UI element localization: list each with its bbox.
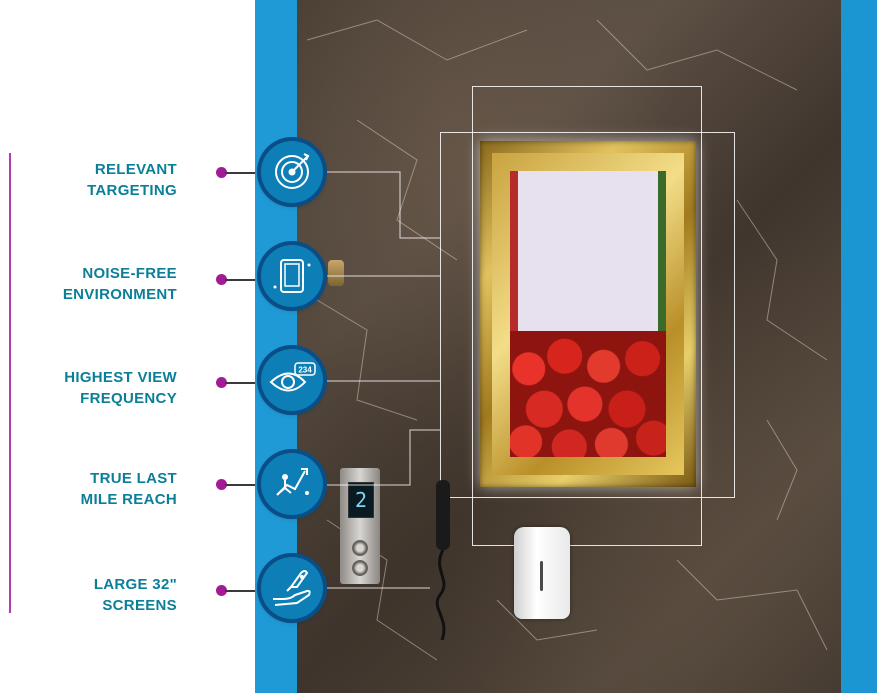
feature-label-screens: LARGE 32"SCREENS [93, 576, 177, 614]
sanitizer-dispenser [514, 527, 570, 619]
bullet-dot [216, 377, 227, 388]
target-icon [261, 141, 323, 203]
tomatoes-image [510, 331, 666, 457]
door-knob [328, 260, 344, 286]
gold-picture-frame [480, 141, 696, 487]
elevator-control-panel: 2 [340, 468, 380, 584]
bullet-dot [216, 167, 227, 178]
left-accent-rule [9, 153, 11, 613]
advertising-screen [510, 171, 666, 457]
elevator-button[interactable] [352, 540, 368, 556]
bullet-line [225, 172, 261, 174]
tablet-icon [261, 245, 323, 307]
bullet-dot [216, 585, 227, 596]
bullet-line [225, 382, 261, 384]
bullet-line [225, 484, 261, 486]
bullet-line [225, 279, 261, 281]
hand-rocket-icon [261, 557, 323, 619]
intercom-phone [435, 480, 450, 640]
frame-outline-tall [472, 86, 702, 546]
elevator-button[interactable] [352, 560, 368, 576]
bullet-line [225, 590, 261, 592]
rocket-person-icon [261, 453, 323, 515]
eye-counter-icon: 234 [261, 349, 323, 411]
frame-outline-wide [440, 132, 735, 498]
floor-display: 2 [348, 482, 374, 518]
bullet-dot [216, 479, 227, 490]
right-blue-edge [841, 0, 877, 693]
view-count-text: 234 [298, 366, 312, 375]
bullet-dot [216, 274, 227, 285]
